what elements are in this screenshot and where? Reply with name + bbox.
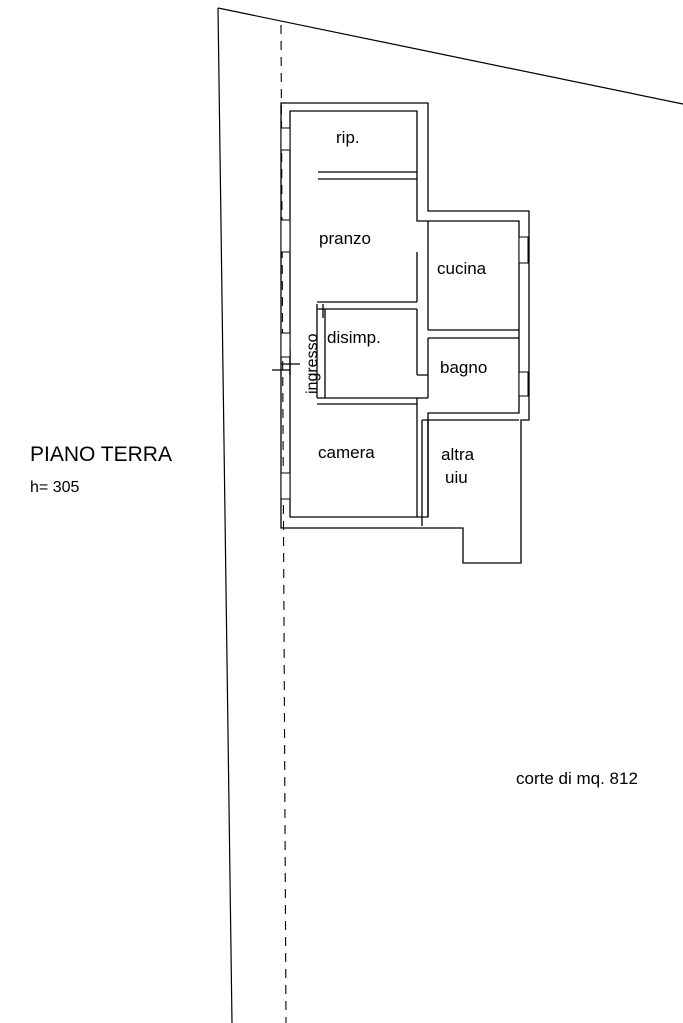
window-camera: [280, 472, 291, 500]
window-ingresso: [280, 332, 291, 358]
window-pranzo: [280, 219, 291, 253]
room-label-uiu: uiu: [445, 468, 468, 487]
lot-boundary: [217, 7, 683, 1023]
room-label-bagno: bagno: [440, 358, 487, 377]
building-walls: [272, 102, 530, 564]
room-label-pranzo: pranzo: [319, 229, 371, 248]
window-rip: [280, 127, 291, 151]
dashed-property-line: [280, 24, 287, 1023]
room-label-disimp: disimp.: [327, 328, 381, 347]
courtyard-area-label: corte di mq. 812: [516, 769, 638, 788]
room-label-camera: camera: [318, 443, 375, 462]
floor-title: PIANO TERRA: [30, 443, 172, 466]
room-label-altra: altra: [441, 445, 475, 464]
room-label-rip: rip.: [336, 128, 360, 147]
floor-height: h= 305: [30, 479, 79, 496]
windows: [280, 127, 529, 500]
room-label-cucina: cucina: [437, 259, 487, 278]
window-bagno: [518, 371, 529, 397]
window-cucina: [518, 236, 529, 264]
room-label-ingresso: ingresso: [304, 333, 321, 394]
